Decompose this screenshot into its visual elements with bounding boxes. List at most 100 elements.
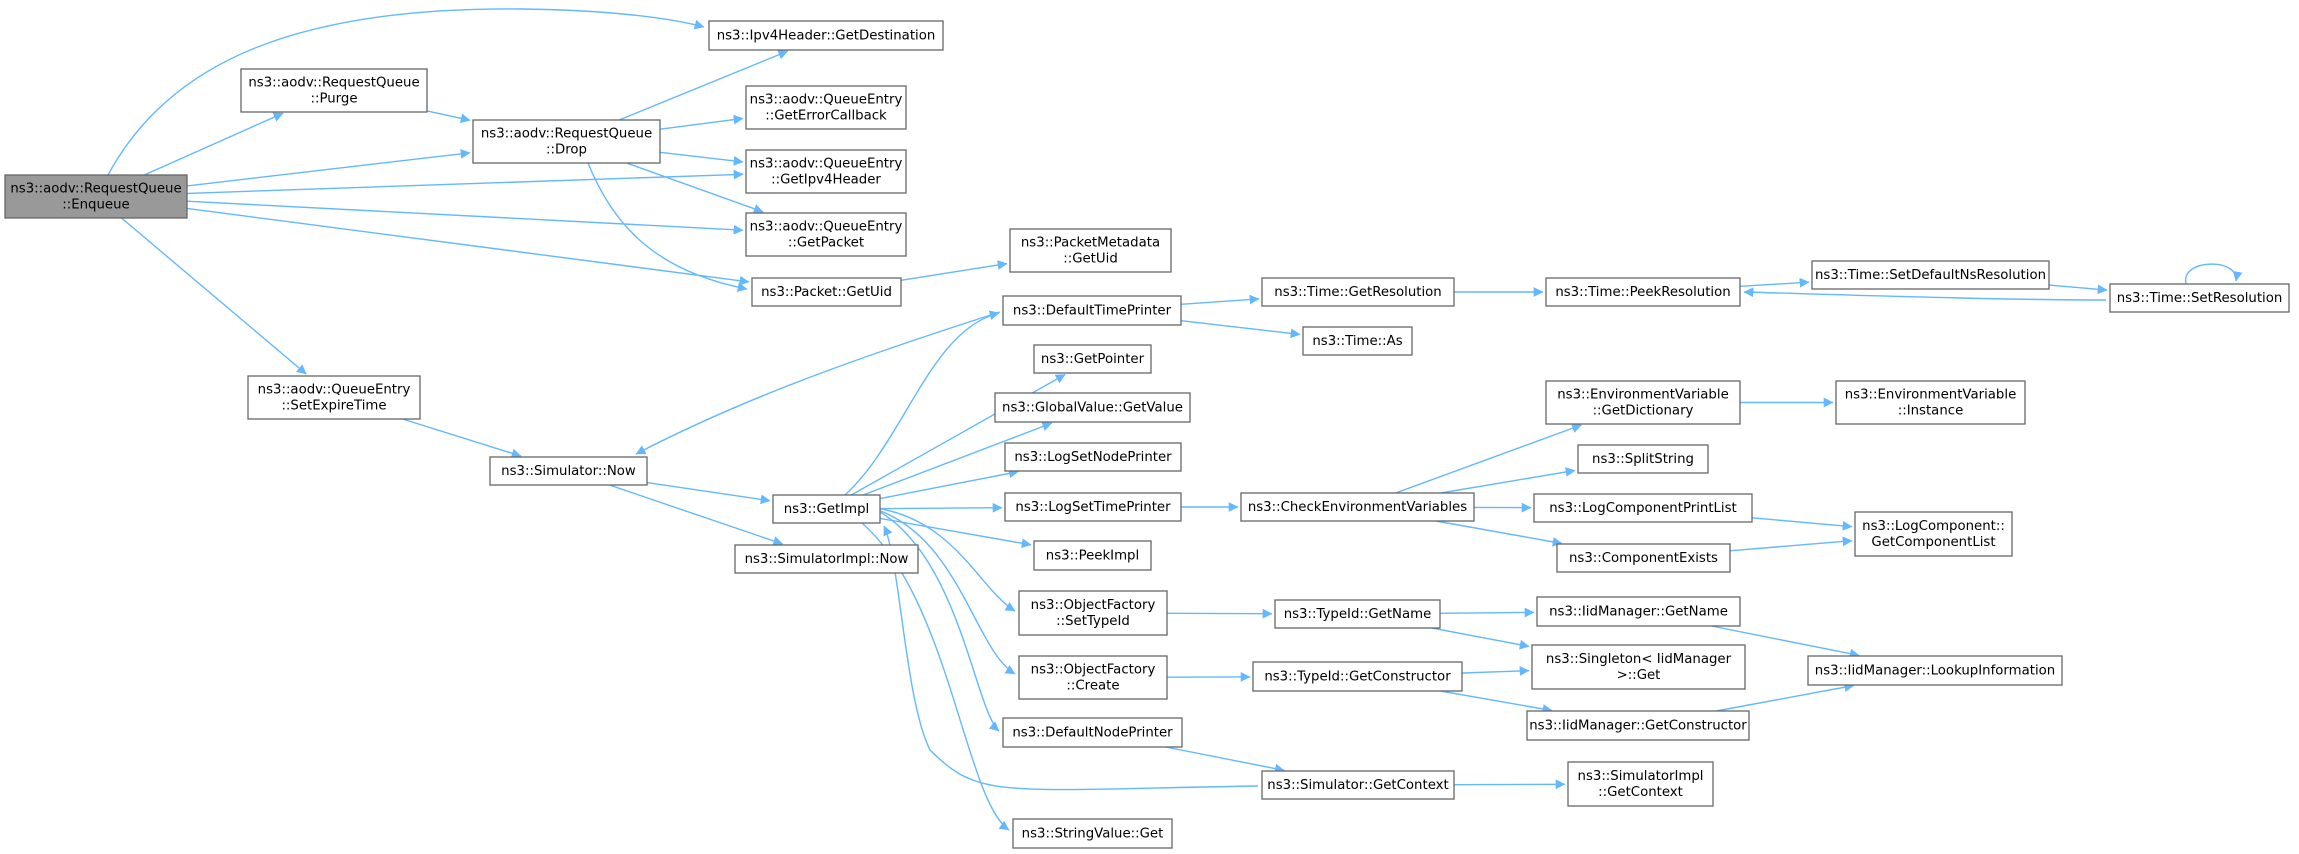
node-getpacket[interactable]: ns3::aodv::QueueEntry::GetPacket — [745, 212, 907, 257]
edge-packetgetuid-to-metadatagetuid — [900, 260, 1008, 281]
node-box[interactable] — [1531, 644, 1746, 690]
node-box[interactable] — [1012, 818, 1173, 849]
node-box[interactable] — [1545, 380, 1741, 425]
node-label: ns3::PeekImpl — [1046, 549, 1139, 564]
node-logcomponentprintlist[interactable]: ns3::LogComponentPrintList — [1533, 493, 1753, 523]
node-iidgetname[interactable]: ns3::IidManager::GetName — [1536, 596, 1741, 627]
node-box[interactable] — [1002, 295, 1182, 326]
node-typeidgetname[interactable]: ns3::TypeId::GetName — [1274, 599, 1441, 629]
node-geterrorcallback[interactable]: ns3::aodv::QueueEntry::GetErrorCallback — [745, 85, 907, 130]
node-box[interactable] — [1811, 260, 2050, 290]
node-box[interactable] — [708, 20, 944, 51]
node-defaulttimeprinter[interactable]: ns3::DefaultTimePrinter — [1002, 295, 1182, 326]
node-label: ns3::aodv::QueueEntry — [750, 157, 903, 172]
node-objfactorycreate[interactable]: ns3::ObjectFactory::Create — [1018, 655, 1168, 700]
node-logsettimeprinter[interactable]: ns3::LogSetTimePrinter — [1004, 492, 1182, 522]
node-box[interactable] — [751, 277, 902, 307]
node-getipv4header[interactable]: ns3::aodv::QueueEntry::GetIpv4Header — [745, 149, 907, 194]
node-peekresolution[interactable]: ns3::Time::PeekResolution — [1545, 277, 1741, 307]
node-box[interactable] — [745, 149, 907, 194]
node-box[interactable] — [1567, 761, 1714, 807]
node-packetgetuid[interactable]: ns3::Packet::GetUid — [751, 277, 902, 307]
node-box[interactable] — [472, 119, 661, 164]
node-box[interactable] — [1018, 655, 1168, 700]
node-lookupinformation[interactable]: ns3::IidManager::LookupInformation — [1807, 655, 2063, 686]
node-simimplnow[interactable]: ns3::SimulatorImpl::Now — [734, 544, 919, 574]
node-setresolution[interactable]: ns3::Time::SetResolution — [2109, 283, 2290, 313]
node-setdefaultns[interactable]: ns3::Time::SetDefaultNsResolution — [1811, 260, 2050, 290]
node-box[interactable] — [2109, 283, 2290, 313]
node-box[interactable] — [994, 392, 1191, 423]
node-box[interactable] — [1556, 543, 1731, 573]
node-label: ns3::Ipv4Header::GetDestination — [717, 29, 936, 44]
node-box[interactable] — [489, 456, 648, 486]
node-componentexists[interactable]: ns3::ComponentExists — [1556, 543, 1731, 573]
node-now[interactable]: ns3::Simulator::Now — [489, 456, 648, 486]
node-box[interactable] — [1807, 655, 2063, 686]
node-box[interactable] — [1577, 444, 1709, 474]
node-label: ::GetContext — [1598, 785, 1683, 800]
node-typeidgetconstructor[interactable]: ns3::TypeId::GetConstructor — [1252, 661, 1463, 692]
node-box[interactable] — [1854, 511, 2013, 557]
node-box[interactable] — [1533, 493, 1753, 523]
node-checkenv[interactable]: ns3::CheckEnvironmentVariables — [1240, 492, 1475, 522]
node-globalvalue[interactable]: ns3::GlobalValue::GetValue — [994, 392, 1191, 423]
node-label: ns3::PacketMetadata — [1021, 236, 1160, 251]
node-splitstring[interactable]: ns3::SplitString — [1577, 444, 1709, 474]
edge-logcomponentprintlist-to-getcomponentlist — [1751, 517, 1853, 531]
node-box[interactable] — [1261, 277, 1455, 307]
node-objfactorysettypeid[interactable]: ns3::ObjectFactory::SetTypeId — [1018, 590, 1168, 636]
node-box[interactable] — [1240, 492, 1475, 522]
node-simimplgetcontext[interactable]: ns3::SimulatorImpl::GetContext — [1567, 761, 1714, 807]
node-logsetnodeprinter[interactable]: ns3::LogSetNodePrinter — [1004, 442, 1182, 472]
node-box[interactable] — [1835, 380, 2026, 425]
node-getcomponentlist[interactable]: ns3::LogComponent::GetComponentList — [1854, 511, 2013, 557]
node-purge[interactable]: ns3::aodv::RequestQueue::Purge — [240, 68, 428, 113]
node-singletonget[interactable]: ns3::Singleton< IidManager>::Get — [1531, 644, 1746, 690]
node-box[interactable] — [1302, 326, 1413, 356]
node-label: ns3::ComponentExists — [1569, 551, 1718, 566]
node-envinstance[interactable]: ns3::EnvironmentVariable::Instance — [1835, 380, 2026, 425]
node-box[interactable] — [1526, 710, 1750, 741]
node-drop[interactable]: ns3::aodv::RequestQueue::Drop — [472, 119, 661, 164]
node-box[interactable] — [745, 85, 907, 130]
edge-defaulttimeprinter-to-timeas — [1180, 320, 1301, 339]
node-envgetdictionary[interactable]: ns3::EnvironmentVariable::GetDictionary — [1545, 380, 1741, 425]
node-box[interactable] — [1536, 596, 1741, 627]
node-box[interactable] — [1018, 590, 1168, 636]
node-box[interactable] — [1004, 442, 1182, 472]
node-label: ns3::Time::PeekResolution — [1555, 285, 1730, 300]
node-box[interactable] — [1004, 492, 1182, 522]
node-setexpiretime[interactable]: ns3::aodv::QueueEntry::SetExpireTime — [247, 375, 421, 420]
node-getpointer[interactable]: ns3::GetPointer — [1033, 344, 1152, 374]
node-box[interactable] — [240, 68, 428, 113]
node-stringvalueget[interactable]: ns3::StringValue::Get — [1012, 818, 1173, 849]
node-timeas[interactable]: ns3::Time::As — [1302, 326, 1413, 356]
edge-typeidgetconstructor-to-singletonget — [1461, 666, 1530, 676]
node-box[interactable] — [1261, 770, 1455, 800]
node-getimpl[interactable]: ns3::GetImpl — [772, 494, 881, 524]
node-box[interactable] — [1033, 344, 1152, 374]
node-box[interactable] — [1002, 717, 1183, 748]
node-defaultnodeprinter[interactable]: ns3::DefaultNodePrinter — [1002, 717, 1183, 748]
node-box[interactable] — [734, 544, 919, 574]
node-enqueue[interactable]: ns3::aodv::RequestQueue::Enqueue — [4, 174, 188, 219]
node-box[interactable] — [4, 174, 188, 219]
node-box[interactable] — [772, 494, 881, 524]
edge-iidgetname-to-lookupinformation — [1711, 625, 1860, 659]
node-box[interactable] — [1274, 599, 1441, 629]
node-peekimpl[interactable]: ns3::PeekImpl — [1033, 540, 1152, 571]
node-label: ns3::GetImpl — [784, 502, 869, 517]
node-box[interactable] — [745, 212, 907, 257]
node-getdestination[interactable]: ns3::Ipv4Header::GetDestination — [708, 20, 944, 51]
node-box[interactable] — [247, 375, 421, 420]
node-getresolution[interactable]: ns3::Time::GetResolution — [1261, 277, 1455, 307]
node-box[interactable] — [1009, 228, 1172, 273]
node-iidgetconstructor[interactable]: ns3::IidManager::GetConstructor — [1526, 710, 1750, 741]
node-box[interactable] — [1545, 277, 1741, 307]
node-metadatagetuid[interactable]: ns3::PacketMetadata::GetUid — [1009, 228, 1172, 273]
edge-defaultnodeprinter-to-simulatorgetcontext — [1165, 746, 1285, 774]
node-box[interactable] — [1252, 661, 1463, 692]
node-box[interactable] — [1033, 540, 1152, 571]
node-simulatorgetcontext[interactable]: ns3::Simulator::GetContext — [1261, 770, 1455, 800]
